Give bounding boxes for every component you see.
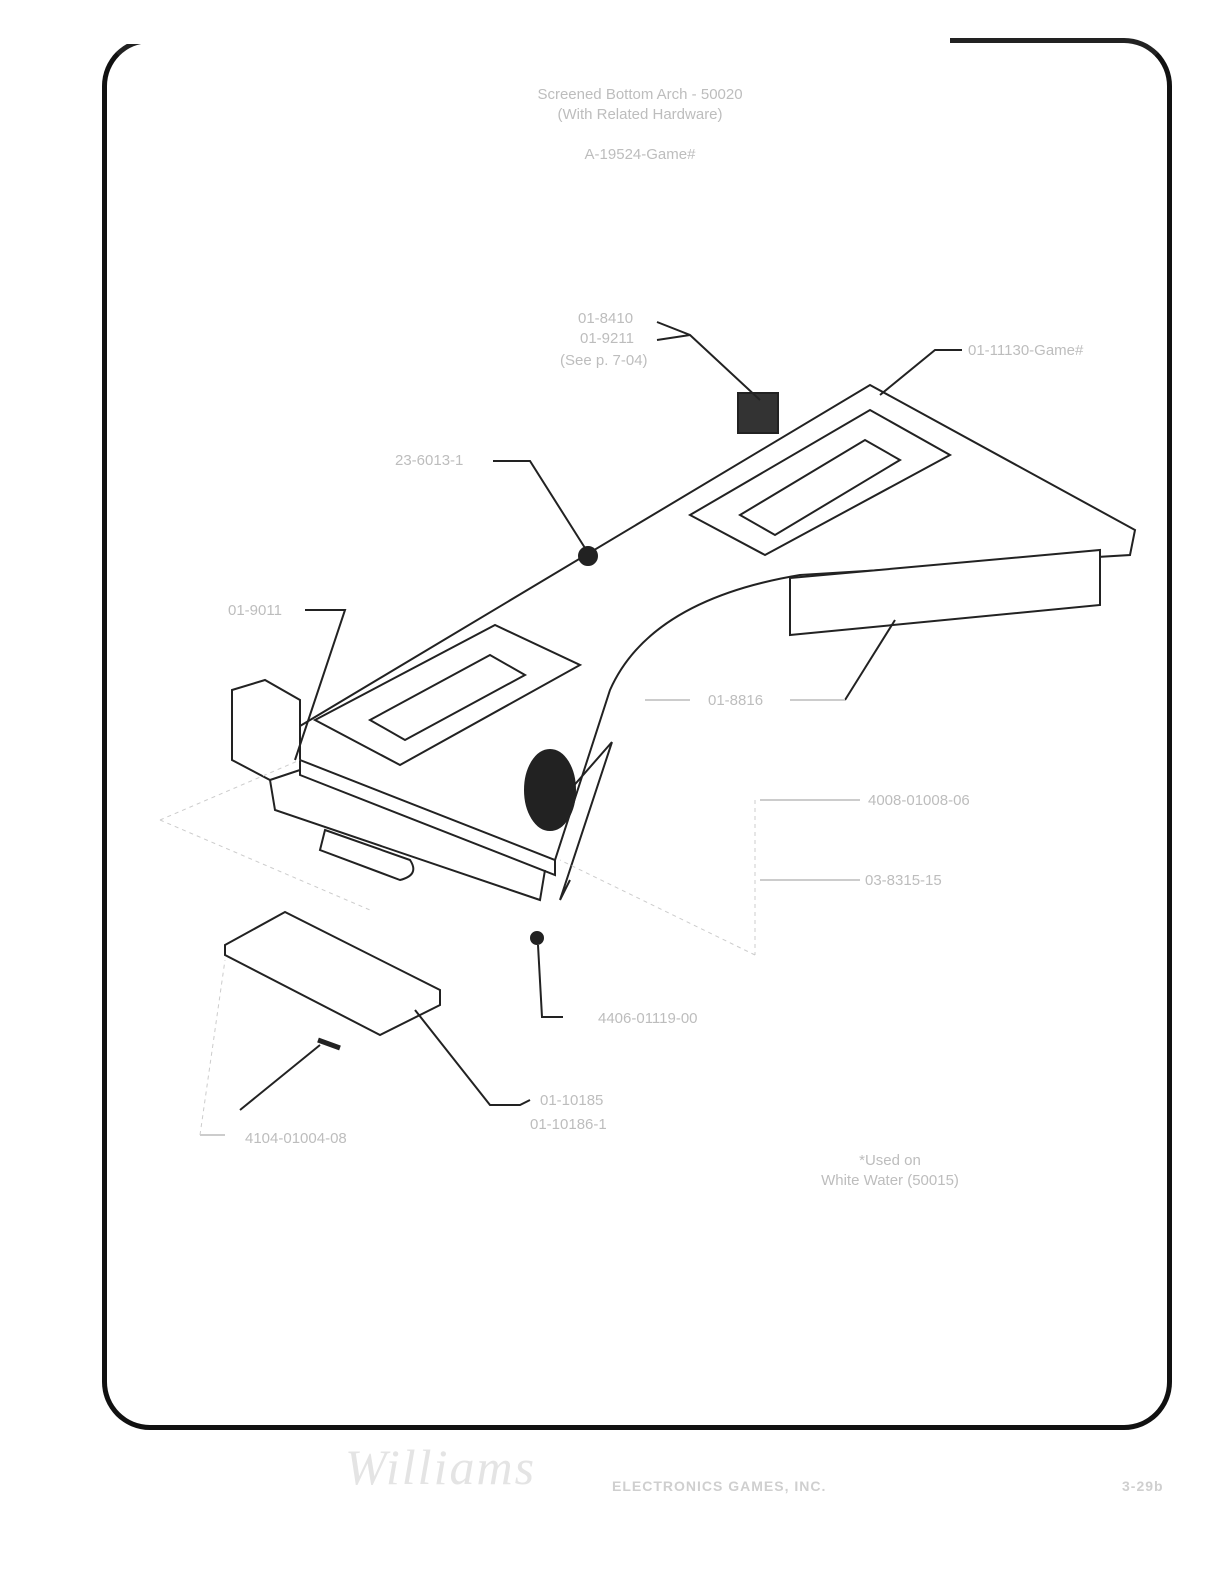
apron — [789, 548, 1101, 637]
lower-slot — [312, 623, 583, 767]
cover-plate — [224, 910, 441, 1037]
callout-arch: 01-11130-Game# — [968, 342, 1084, 359]
nut-part — [530, 931, 544, 945]
usage-note-line1: *Used on — [859, 1152, 921, 1169]
scan-artifact — [100, 34, 950, 44]
callout-bracket-note: (See p. 7-04) — [560, 352, 648, 369]
callout-screw-bottom: 4104-01004-08 — [245, 1130, 347, 1147]
callout-spacer: 03-8315-15 — [865, 872, 942, 889]
callout-apron: 01-8816 — [708, 692, 764, 709]
side-bracket — [231, 678, 301, 782]
callout-screw-top: 4008-01008-06 — [868, 792, 970, 809]
bumper — [578, 546, 598, 566]
williams-logo: Williams — [345, 1439, 537, 1495]
callout-bracket-a: 01-8410 — [578, 310, 634, 327]
callout-plate-b: 01-10186-1 — [530, 1116, 607, 1133]
usage-note-line2: White Water (50015) — [821, 1172, 959, 1189]
footer-company: ELECTRONICS GAMES, INC. — [612, 1478, 827, 1494]
shadow-shape — [524, 749, 576, 831]
arch-plate — [283, 383, 1137, 862]
diagram-subtitle: (With Related Hardware) — [557, 106, 723, 123]
callout-nut: 4406-01119-00 — [598, 1010, 698, 1027]
callout-bumper: 23-6013-1 — [395, 452, 464, 469]
upper-slot — [687, 408, 953, 557]
assembly-part-number: A-19524-Game# — [584, 146, 696, 163]
callout-bracket-b: 01-9211 — [580, 330, 634, 347]
callout-side-bracket: 01-9011 — [228, 602, 282, 619]
callout-plate-a: 01-10185 — [540, 1092, 604, 1109]
diagram-title: Screened Bottom Arch - 50020 — [537, 86, 743, 103]
page-number: 3-29b — [1122, 1478, 1164, 1494]
top-bracket — [737, 392, 779, 434]
